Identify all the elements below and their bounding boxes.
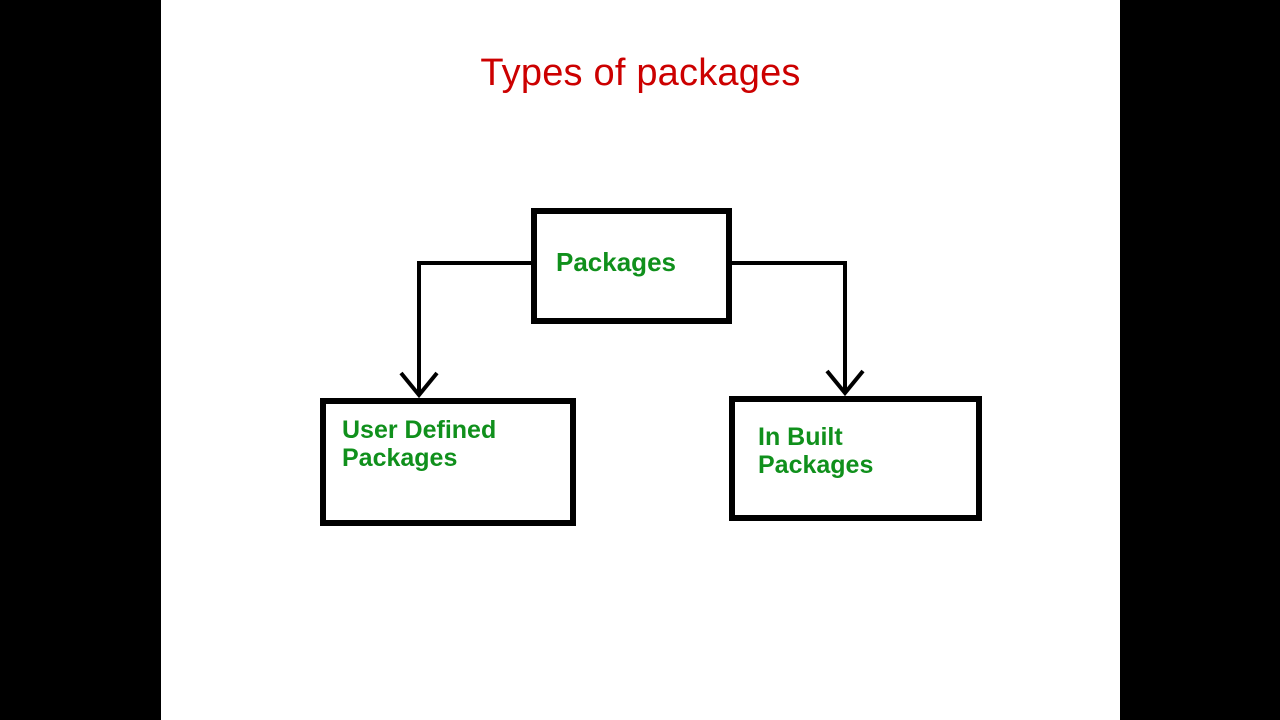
node-packages-label: Packages [556,247,676,277]
page-title: Types of packages [480,52,801,94]
letterbox-bar-left [0,0,161,720]
node-in-built-packages[interactable]: In Built Packages [729,396,982,521]
arrowhead-right-icon [825,369,865,397]
arrowhead-left-icon [399,371,439,399]
letterbox-bar-right [1120,0,1280,720]
node-in-built-packages-label: In Built Packages [758,423,874,479]
node-user-defined-packages[interactable]: User Defined Packages [320,398,576,526]
connector-left-path [417,261,531,392]
node-user-defined-packages-label: User Defined Packages [342,416,497,472]
connector-lines [399,261,865,399]
connector-right-path [732,261,847,390]
node-packages[interactable]: Packages [531,208,732,324]
slide-canvas: Types of packages Packages User Defined … [161,0,1120,720]
